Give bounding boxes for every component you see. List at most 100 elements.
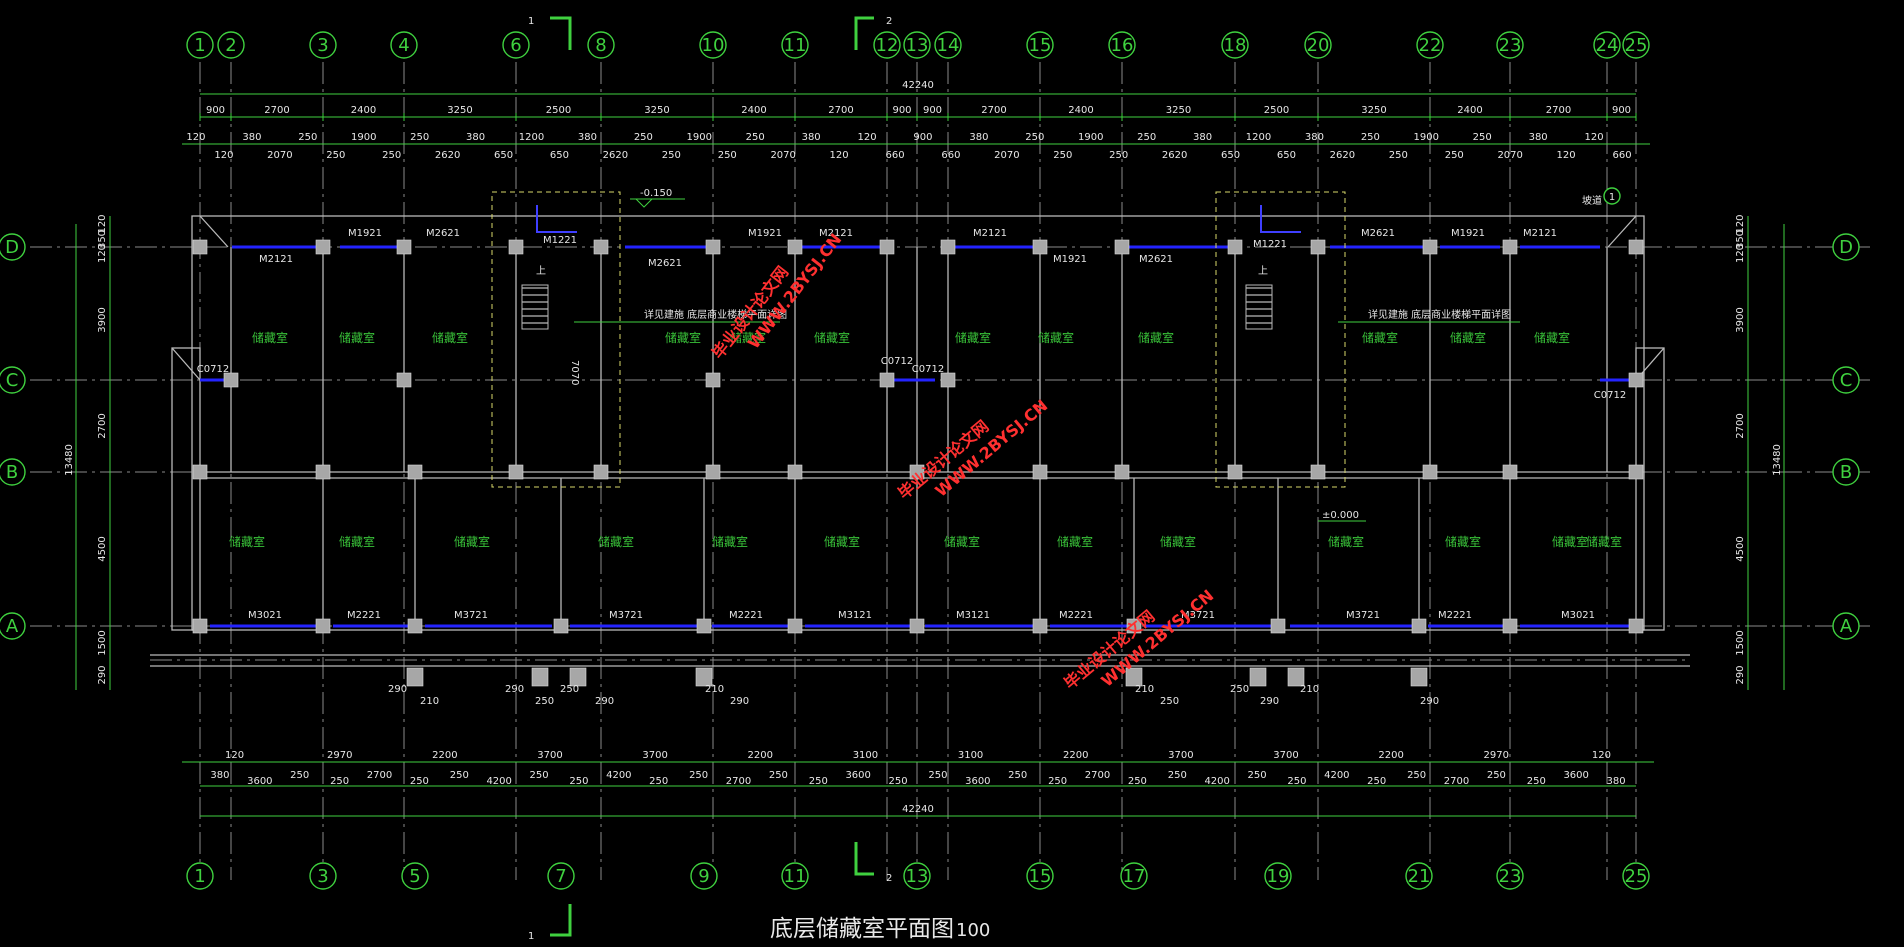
stairwell-frame-1 [491,191,621,488]
axis-bubble-left-D: D [5,237,19,258]
top-total-dim: 42240 [902,80,934,91]
bottom-dim-row1-label-1: 2970 [327,750,352,761]
right-dim-label-0: 120 [1735,214,1746,233]
axis-bubble-right-D: D [1839,237,1853,258]
door-label-top-9: M1921 [1053,254,1087,265]
top-dim-row1-label-13: 2500 [1264,105,1289,116]
west-wing-wall [171,347,201,631]
axis-bubble-top-25-circle [1622,31,1650,59]
axis-bubble-top-20-circle [1304,31,1332,59]
door-label-bottom-10: M3721 [1346,610,1380,621]
bottom-dim-row1-label-7: 3100 [958,750,983,761]
bottom-dim-row2-label-21: 250 [1048,776,1067,787]
column-top-6 [508,239,524,255]
column-bot-13 [909,618,925,634]
right-dim-label-5: 4500 [1735,536,1746,561]
door-label-top-4: M1221 [543,235,577,246]
axis-bubble-left-D-circle [0,233,26,261]
bottom-dim-row2-label-28: 4200 [1324,770,1349,781]
column-top-4 [396,239,412,255]
bottom-dim-row2-label-4: 2700 [367,770,392,781]
top-dim-row2-label-45: 250 [1445,150,1464,161]
door-label-bottom-2: M2221 [347,610,381,621]
axis-bubble-right-B: B [1840,462,1852,483]
axis-bubble-top-23-circle [1496,31,1524,59]
column-top-18 [1227,239,1243,255]
column-corr-15 [1628,464,1644,480]
axis-bubble-top-1: 1 [194,35,205,56]
door-label-top-2: M2621 [426,228,460,239]
bottom-dim-row2-label-9: 250 [569,776,588,787]
left-dim-label-3: 3900 [97,307,108,332]
column-corr-1 [192,464,208,480]
bottom-dim-row1-label-3: 3700 [537,750,562,761]
axis-bubble-bottom-25-circle [1622,862,1650,890]
bottom-dim-row2-label-13: 2700 [726,776,751,787]
south-pier-4 [695,667,713,687]
axis-bubble-left-B: B [6,462,18,483]
top-dim-row2-label-47: 2070 [1497,150,1522,161]
bottom-dim-row2-label-29: 250 [1367,776,1386,787]
bottom-dim-row2-label-14: 250 [769,770,788,781]
axis-bubble-top-4: 4 [398,35,409,56]
axis-bubble-bottom-3: 3 [317,866,328,887]
top-dim-row2-label-28: 380 [969,132,988,143]
left-dim-label-7: 290 [97,665,108,684]
stair-up-2: 上 [1258,265,1268,277]
column-top-25 [1628,239,1644,255]
corner-chamfers [171,215,1665,381]
bottom-dim-row2-label-24: 250 [1168,770,1187,781]
column-mid-6 [1628,372,1644,388]
top-dim-row2-label-22: 380 [802,132,821,143]
top-dim-row2-label-11: 650 [494,150,513,161]
stair-dim: 7070 [569,360,580,385]
top-dim-row1-label-0: 900 [206,105,225,116]
elevation-top-mark [635,198,653,208]
east-wing-wall [1635,347,1665,631]
axis-bubble-top-12-circle [873,31,901,59]
bottom-dim-row1-label-10: 3700 [1273,750,1298,761]
top-dim-row2-label-6: 1900 [351,132,376,143]
room-upper-2: 储藏室 [339,330,375,345]
top-dim-row2-label-41: 2620 [1330,150,1355,161]
window-label-4: C0712 [1594,390,1626,401]
axis-bubble-bottom-17: 17 [1123,866,1146,887]
top-dim-row2-label-50: 120 [1585,132,1604,143]
stair-up-1: 上 [536,265,546,277]
south-pier-2 [531,667,549,687]
stairwells [491,191,1346,488]
axis-bubble-top-15: 15 [1029,35,1052,56]
column-mid-4 [879,372,895,388]
top-dim-row2-label-0: 120 [186,132,205,143]
column-top-14 [940,239,956,255]
top-dim-row2-label-2: 380 [242,132,261,143]
column-corr-11 [1227,464,1243,480]
section-label-top-left: 1 [528,16,534,27]
axis-bubble-bottom-25: 25 [1625,866,1648,887]
door-label-bottom-7: M3121 [956,610,990,621]
column-corr-13 [1422,464,1438,480]
axis-bubble-left-C: C [6,370,19,391]
top-dim-row1-label-15: 2400 [1457,105,1482,116]
door-label-top-7: M2121 [819,228,853,239]
axis-bubble-bottom-19-circle [1264,862,1292,890]
axis-bubble-left-B-circle [0,458,26,486]
room-upper-11: 储藏室 [1534,330,1570,345]
room-lower-1: 储藏室 [229,534,265,549]
axis-bubble-top-16: 16 [1111,35,1134,56]
axis-bubble-bottom-11: 11 [784,866,807,887]
column-mid-5 [940,372,956,388]
top-dim-row1-label-5: 3250 [644,105,669,116]
bottom-dim-row2-label-8: 250 [530,770,549,781]
axis-bubble-top-11: 11 [784,35,807,56]
column-bot-19 [1270,618,1286,634]
axis-bubble-top-13: 13 [906,35,929,56]
room-lower-7: 储藏室 [944,534,980,549]
column-bot-15 [1032,618,1048,634]
stair-flight-1 [521,284,549,330]
column-top-20 [1310,239,1326,255]
scale-text: 100 [956,920,991,941]
pier-dim-10: 250 [1160,696,1179,707]
axis-bubble-bottom-5: 5 [409,866,420,887]
